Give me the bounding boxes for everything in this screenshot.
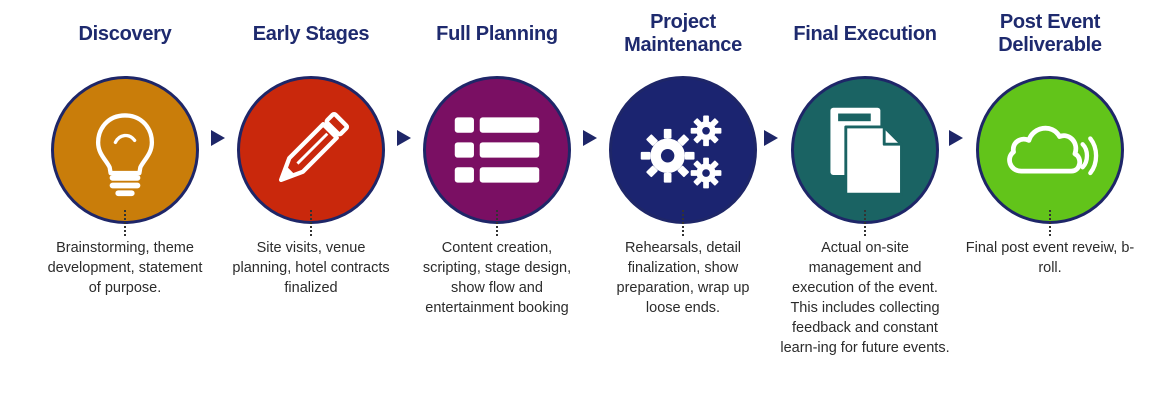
step-circle (976, 76, 1124, 224)
step-title: Final Execution (793, 22, 937, 45)
step-title: Project Maintenance (624, 11, 742, 56)
arrow-right-icon (583, 130, 597, 146)
step-circle (791, 76, 939, 224)
step-circle (237, 76, 385, 224)
dotted-connector (310, 210, 312, 236)
dotted-connector (1049, 210, 1051, 236)
step-title: Full Planning (436, 22, 558, 45)
step-full-planning: Full Planning Content creation, scriptin… (412, 0, 582, 400)
dotted-connector (682, 210, 684, 236)
step-circle (423, 76, 571, 224)
step-description: Site visits, venue planning, hotel contr… (232, 240, 390, 296)
cloud-icon (1007, 125, 1099, 176)
arrow-right-icon (949, 130, 963, 146)
step-discovery: Discovery Brainstorming, theme developme… (40, 0, 210, 400)
step-early-stages: Early Stages Site visits, venue planning… (226, 0, 396, 400)
step-title: Early Stages (252, 22, 370, 45)
step-final-execution: Final Execution Actual on-site managemen… (780, 0, 950, 400)
step-circle (51, 76, 199, 224)
arrow-right-icon (397, 130, 411, 146)
step-description: Rehearsals, detail finalization, show pr… (616, 240, 750, 316)
step-description: Final post event reveiw, b-roll. (965, 240, 1135, 276)
step-title: Post Event Deliverable (998, 11, 1102, 56)
step-post-event-deliverable: Post Event Deliverable Final post event … (965, 0, 1135, 400)
dotted-connector (124, 210, 126, 236)
step-description: Content creation, scripting, stage desig… (422, 240, 572, 316)
step-description: Actual on-site management and execution … (780, 240, 950, 356)
step-project-maintenance: Project Maintenance (598, 0, 768, 400)
dotted-connector (496, 210, 498, 236)
gears-icon (640, 115, 722, 189)
arrow-right-icon (211, 130, 225, 146)
lightbulb-icon (95, 113, 155, 197)
step-circle (609, 76, 757, 224)
pencil-icon (278, 111, 350, 183)
list-icon (454, 117, 540, 183)
step-description: Brainstorming, theme development, statem… (47, 240, 203, 296)
step-title: Discovery (78, 22, 172, 45)
dotted-connector (864, 210, 866, 236)
documents-icon (830, 107, 903, 196)
arrow-right-icon (764, 130, 778, 146)
